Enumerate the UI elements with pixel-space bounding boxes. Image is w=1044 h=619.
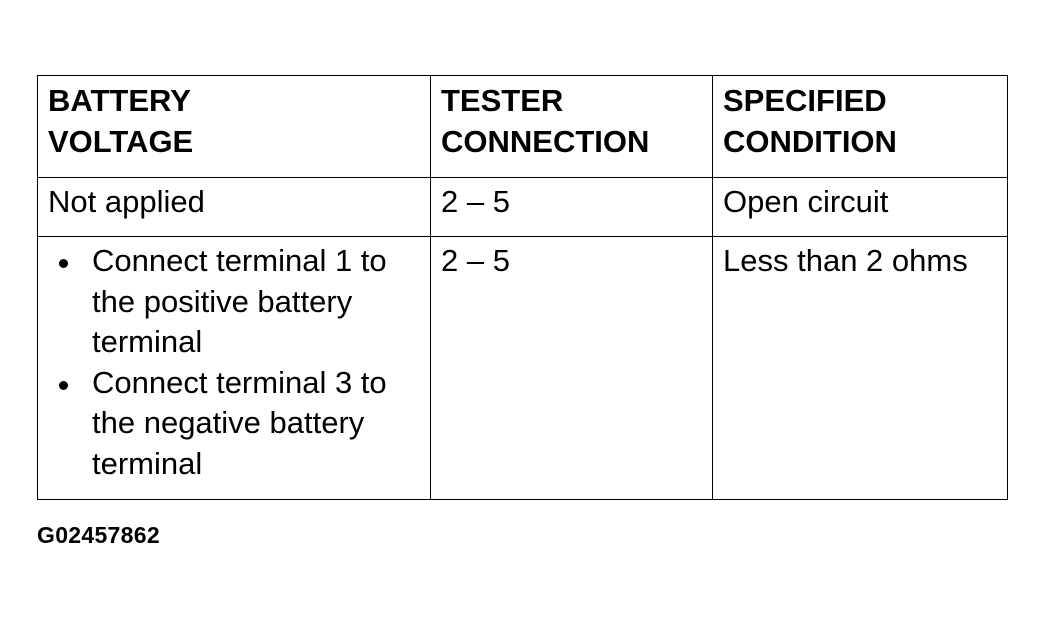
- step-list: Connect terminal 1 to the positive batte…: [48, 241, 422, 484]
- bullet-icon: [59, 380, 68, 390]
- cell-tester-connection: 2 – 5: [430, 177, 713, 237]
- cell-battery-voltage: Not applied: [37, 177, 431, 237]
- step-text: Connect terminal 3 to the negative batte…: [92, 364, 387, 481]
- cell-tester-connection: 2 – 5: [430, 236, 713, 500]
- header-specified-condition: SPECIFIED CONDITION: [712, 75, 1008, 178]
- header-text: SPECIFIED: [723, 83, 887, 118]
- header-battery-voltage: BATTERY VOLTAGE: [37, 75, 431, 178]
- header-text: VOLTAGE: [48, 123, 194, 159]
- step-text: Connect terminal 1 to the positive batte…: [92, 243, 387, 359]
- cell-specified-condition: Open circuit: [712, 177, 1008, 237]
- header-text: CONNECTION: [441, 123, 650, 159]
- bullet-icon: [59, 259, 68, 268]
- table-row: Connect terminal 1 to the positive batte…: [37, 236, 1008, 500]
- header-text: TESTER: [441, 83, 564, 118]
- specification-table: BATTERY VOLTAGE TESTER CONNECTION SPECIF…: [37, 75, 1008, 500]
- figure-id: G02457862: [37, 522, 160, 548]
- table-header-row: BATTERY VOLTAGE TESTER CONNECTION SPECIF…: [37, 75, 1008, 178]
- list-item: Connect terminal 3 to the negative batte…: [48, 363, 422, 485]
- header-text: CONDITION: [723, 123, 897, 159]
- table-row: Not applied 2 – 5 Open circuit: [37, 177, 1008, 237]
- cell-battery-voltage: Connect terminal 1 to the positive batte…: [37, 236, 431, 500]
- list-item: Connect terminal 1 to the positive batte…: [48, 241, 422, 363]
- header-tester-connection: TESTER CONNECTION: [430, 75, 713, 178]
- header-text: BATTERY: [48, 83, 191, 118]
- cell-specified-condition: Less than 2 ohms: [712, 236, 1008, 500]
